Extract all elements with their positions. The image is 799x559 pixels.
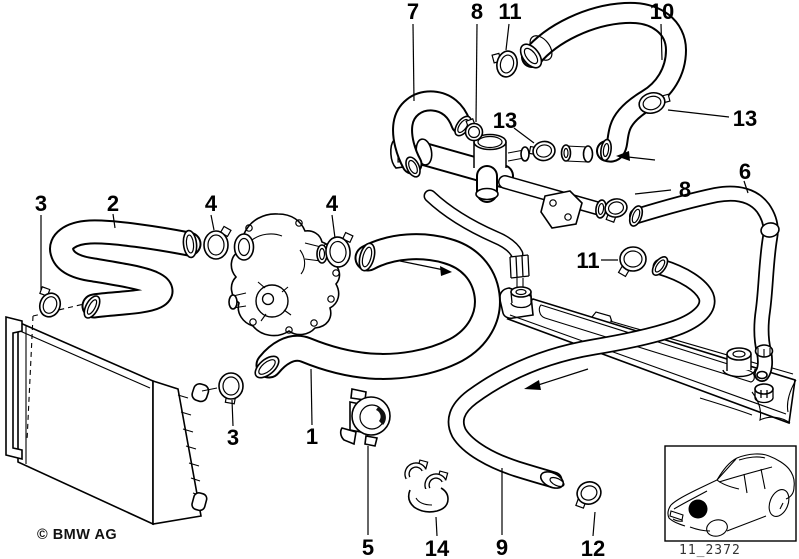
radiator-bracket [5, 315, 23, 461]
pump-inlet [233, 233, 255, 261]
hose-clamp-11-right [617, 246, 647, 278]
radiator-top-port [191, 382, 210, 403]
callout-8-right[interactable]: 8 [679, 177, 691, 202]
thermostat-stub [520, 146, 530, 162]
callout-1[interactable]: 1 [306, 424, 318, 449]
hose-clamp-3a [38, 286, 62, 318]
water-pipe-rail [499, 286, 797, 425]
hose-9 [447, 256, 716, 489]
callout-10[interactable]: 10 [650, 0, 674, 24]
callout-13-mid[interactable]: 13 [493, 108, 517, 133]
rail-fitting-tower [726, 347, 752, 361]
holder-clip-5 [339, 388, 391, 447]
callout-9[interactable]: 9 [496, 535, 508, 559]
bracket-gasket [540, 190, 583, 229]
hose-6 [628, 185, 780, 382]
callout-leaders [40, 23, 749, 537]
location-dot [688, 499, 708, 519]
callout-11-top[interactable]: 11 [498, 0, 521, 24]
copyright-text: © BMW AG [37, 527, 117, 543]
thumbnail-frame [664, 445, 797, 542]
callout-4-right[interactable]: 4 [326, 191, 339, 216]
hose-clamp-11-top [491, 50, 518, 78]
hose-1 [254, 233, 501, 380]
callout-11-right[interactable]: 11 [576, 248, 599, 273]
engine-outline [699, 379, 797, 424]
callout-2[interactable]: 2 [107, 191, 119, 216]
rail-hex-nut [754, 383, 774, 395]
car-thumbnail: 11_2372 [664, 445, 797, 558]
hose-clamp-13-mid [528, 140, 556, 162]
radiator-bottom-port [191, 492, 208, 512]
car-icon [667, 453, 795, 537]
hose-clamp-13-right [638, 91, 671, 115]
callout-14[interactable]: 14 [425, 536, 450, 559]
rail-left-port [510, 286, 532, 298]
radiator [5, 299, 218, 526]
hose-clamp-8-top [464, 118, 484, 142]
hose-coupling [760, 222, 780, 238]
hose-clamp-12 [575, 481, 602, 509]
hose-clamp-4b [325, 231, 354, 268]
water-pump [228, 213, 341, 337]
callout-3-left[interactable]: 3 [35, 191, 47, 216]
hose-7 [392, 90, 472, 178]
hose-2 [49, 219, 202, 319]
pipe-stub [582, 145, 594, 163]
flow-arrow [399, 260, 445, 271]
thermostat-housing [390, 133, 607, 287]
callout-7[interactable]: 7 [407, 0, 419, 24]
figure-code: 11_2372 [679, 543, 741, 558]
callout-12[interactable]: 12 [581, 536, 605, 559]
callout-8-top[interactable]: 8 [471, 0, 483, 24]
hose-clamp-3b [218, 372, 244, 405]
holder-clip-14 [404, 459, 449, 513]
callout-13-right[interactable]: 13 [733, 106, 757, 131]
hose-10 [519, 1, 687, 163]
flow-arrow [627, 156, 656, 161]
callout-3-lower[interactable]: 3 [227, 425, 239, 450]
callout-4-left[interactable]: 4 [205, 191, 218, 216]
flow-arrow [534, 368, 589, 387]
hose-clamp-8-right [604, 198, 628, 223]
callout-6[interactable]: 6 [739, 159, 751, 184]
hose-clamp-4a [203, 225, 232, 260]
callout-5[interactable]: 5 [362, 535, 374, 559]
